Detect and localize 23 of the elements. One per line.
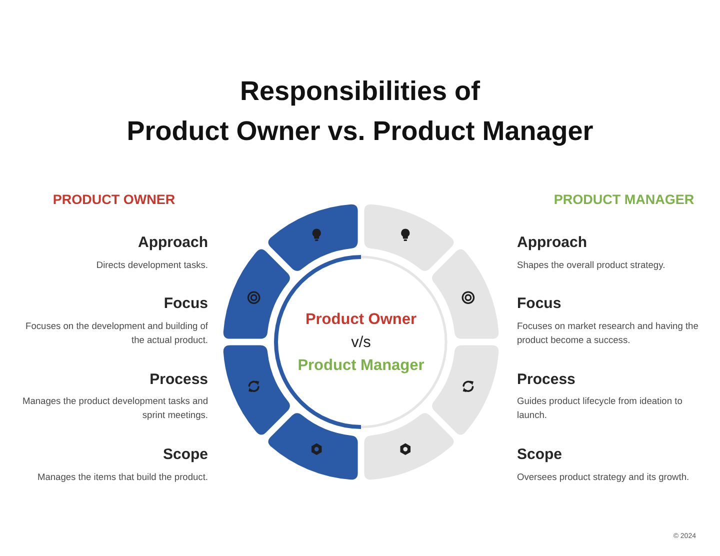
- versus-text: v/s: [351, 332, 371, 352]
- item-description: Manages the items that build the product.: [37, 471, 208, 484]
- item-heading: Process: [517, 371, 576, 389]
- owner-title: Product Owner: [305, 310, 417, 330]
- item-description: Guides product lifecycle from ideation to launch.: [517, 395, 684, 422]
- item-description: Focuses on market research and having the product become a success.: [517, 320, 700, 347]
- column-heading: PRODUCT MANAGER: [554, 191, 694, 209]
- page-title: Responsibilities of Product Owner vs. Product Manager: [126, 75, 594, 148]
- item-heading: Focus: [164, 295, 208, 313]
- item-description: Directs development tasks.: [96, 259, 208, 272]
- item-heading: Process: [150, 371, 208, 389]
- item-description: Focuses on the development and building of the actual product.: [24, 320, 208, 347]
- item-heading: Focus: [517, 295, 562, 313]
- column-heading: PRODUCT OWNER: [52, 191, 176, 209]
- manager-title: Product Manager: [298, 356, 424, 376]
- item-description: Shapes the overall product strategy.: [517, 259, 666, 272]
- item-heading: Approach: [138, 234, 208, 252]
- item-description: Manages the product development tasks and sprint meetings.: [21, 395, 208, 422]
- item-heading: Scope: [517, 446, 562, 464]
- item-heading: Approach: [517, 234, 588, 252]
- center-circle: [274, 255, 448, 429]
- item-description: Oversees product strategy and its growth.: [517, 471, 690, 484]
- item-heading: Scope: [162, 446, 208, 464]
